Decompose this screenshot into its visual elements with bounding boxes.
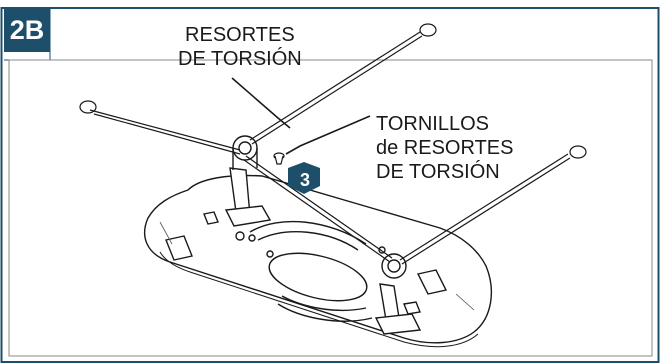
spring-wires-right (243, 145, 587, 265)
callout-torsion-springs: RESORTES DE TORSIÓN (178, 23, 302, 71)
callout-screws-line1: TORNILLOS (376, 113, 489, 135)
step-number: 3 (299, 170, 310, 190)
plate-emboss (159, 221, 475, 311)
leader-screws (285, 115, 371, 155)
spring-wires-left (79, 23, 437, 155)
callout-springs-line1: RESORTES (185, 24, 295, 46)
leader-springs (231, 77, 291, 129)
step-number-marker (288, 162, 320, 194)
base-plate (143, 174, 493, 348)
diagram-frame (0, 7, 660, 363)
inner-border (8, 59, 653, 357)
callout-torsion-spring-screws: TORNILLOS de RESORTES DE TORSIÓN (376, 112, 513, 184)
callout-screws-line3: DE TORSIÓN (376, 161, 500, 183)
spring-left (224, 135, 272, 227)
leader-lines (231, 77, 371, 155)
step-badge: 2B (4, 8, 50, 52)
callout-screws-line2: de RESORTES (376, 137, 514, 159)
callout-springs-line2: DE TORSIÓN (178, 48, 302, 70)
torsion-spring-screw (273, 152, 285, 165)
